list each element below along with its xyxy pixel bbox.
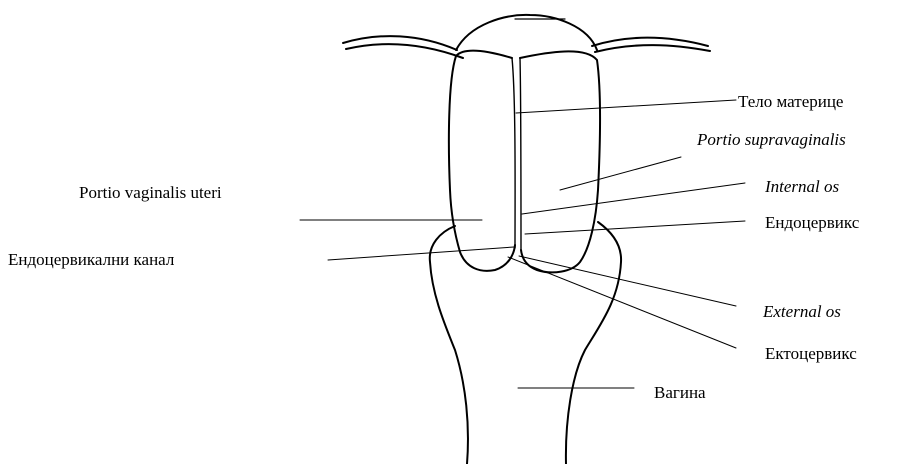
label-endocervical-canal: Ендоцервикални канал bbox=[8, 250, 174, 270]
vagina-left-wall bbox=[430, 226, 468, 464]
label-ectocervix: Ектоцервикс bbox=[765, 344, 857, 364]
label-portio-vaginalis: Portio vaginalis uteri bbox=[79, 183, 222, 203]
leader-external-os bbox=[519, 256, 736, 306]
label-internal-os: Internal os bbox=[765, 177, 839, 197]
leader-body bbox=[516, 100, 736, 113]
label-endocervix: Ендоцервикс bbox=[765, 213, 859, 233]
uterine-fundus bbox=[456, 15, 597, 50]
label-body-of-uterus: Тело материце bbox=[738, 92, 843, 112]
right-uterine-wall bbox=[520, 51, 600, 272]
leader-endocervix bbox=[525, 221, 745, 234]
leader-lines bbox=[300, 100, 745, 388]
cervical-canal-left bbox=[512, 58, 515, 248]
left-tube-upper bbox=[343, 36, 457, 50]
leader-endocervical-canal bbox=[328, 247, 514, 260]
left-uterine-wall bbox=[449, 51, 515, 271]
label-vagina: Вагина bbox=[654, 383, 706, 403]
label-external-os: External os bbox=[763, 302, 841, 322]
leader-internal-os bbox=[522, 183, 745, 214]
leader-supravaginalis bbox=[560, 157, 681, 190]
right-tube-lower bbox=[595, 45, 710, 52]
cervical-canal-right bbox=[520, 58, 521, 250]
label-portio-supravaginalis: Portio supravaginalis bbox=[697, 130, 846, 150]
vagina-right-wall bbox=[566, 222, 621, 464]
leader-ectocervix bbox=[508, 257, 736, 348]
